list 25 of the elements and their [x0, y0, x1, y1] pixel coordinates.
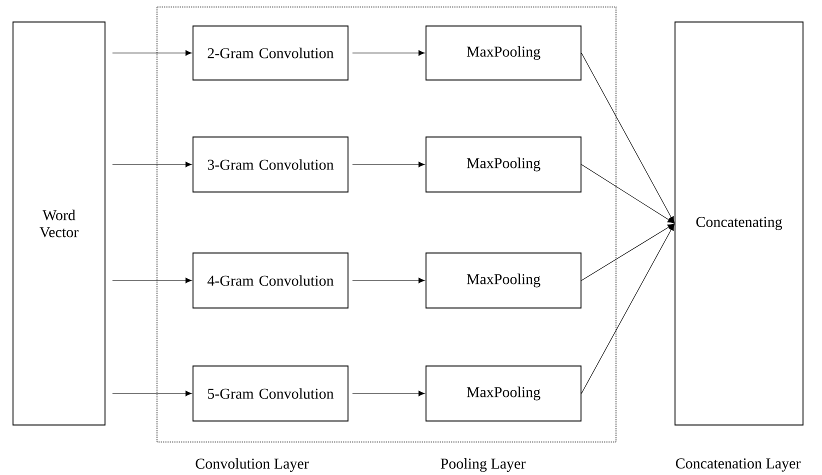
layer-label: Pooling Layer [440, 458, 526, 472]
process-box: 3-Gram Convolution [192, 136, 348, 192]
arrow [352, 50, 425, 56]
arrow [112, 390, 192, 396]
input-box: Word Vector [12, 22, 106, 426]
process-box: 5-Gram Convolution [192, 366, 348, 422]
arrow [352, 390, 425, 396]
arrow [581, 224, 674, 281]
arrow [112, 162, 192, 168]
process-box: MaxPooling [426, 252, 582, 308]
process-box: MaxPooling [426, 26, 582, 80]
arrow [112, 50, 192, 56]
arrow [352, 278, 425, 284]
process-box: 4-Gram Convolution [192, 252, 348, 308]
arrow [581, 52, 674, 223]
layer-label: Convolution Layer [196, 458, 309, 472]
arrow [352, 162, 425, 168]
layer-label: Concatenation Layer [676, 458, 801, 472]
arrow [112, 278, 192, 284]
process-box: MaxPooling [426, 366, 582, 422]
process-box: 2-Gram Convolution [192, 26, 348, 80]
arrow [581, 164, 674, 224]
arrow [581, 224, 674, 394]
process-box: MaxPooling [426, 136, 582, 192]
output-box: Concatenating [674, 22, 804, 426]
